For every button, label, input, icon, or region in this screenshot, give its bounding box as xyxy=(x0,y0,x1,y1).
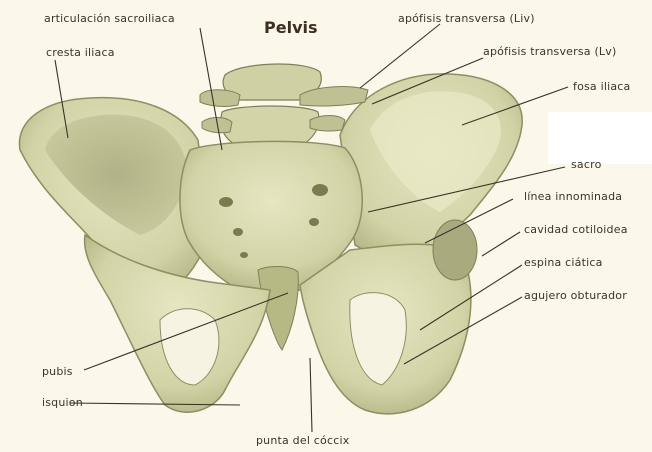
leader-cavidad xyxy=(482,232,520,256)
label-apofisis-transversa-lv: apófisis transversa (Lv) xyxy=(483,45,616,58)
label-sacro: sacro xyxy=(571,158,602,171)
label-punta-del-coccix: punta del cóccix xyxy=(256,434,349,447)
label-articulacion-sacroiliaca: articulación sacroiliaca xyxy=(44,12,175,25)
label-pubis: pubis xyxy=(42,365,73,378)
diagram-title: Pelvis xyxy=(264,18,318,37)
label-fosa-iliaca: fosa iliaca xyxy=(573,80,630,93)
leader-coccix xyxy=(310,358,312,432)
label-isquion: isquion xyxy=(42,396,83,409)
left-iliac-fossa xyxy=(45,115,188,235)
label-cresta-iliaca: cresta iliaca xyxy=(46,46,115,59)
vertebra-process-left xyxy=(200,90,240,107)
label-agujero-obturador: agujero obturador xyxy=(524,289,627,302)
label-cavidad-cotiloidea: cavidad cotiloidea xyxy=(524,223,628,236)
blank-box xyxy=(548,112,652,164)
lumbar-vertebra-lower xyxy=(221,106,319,146)
vertebra-process-lower-right xyxy=(310,116,345,132)
label-espina-ciatica: espina ciática xyxy=(524,256,603,269)
acetabulum xyxy=(433,220,477,280)
label-linea-innominada: línea innominada xyxy=(524,190,622,203)
label-apofisis-transversa-liv: apófisis transversa (Liv) xyxy=(398,12,535,25)
